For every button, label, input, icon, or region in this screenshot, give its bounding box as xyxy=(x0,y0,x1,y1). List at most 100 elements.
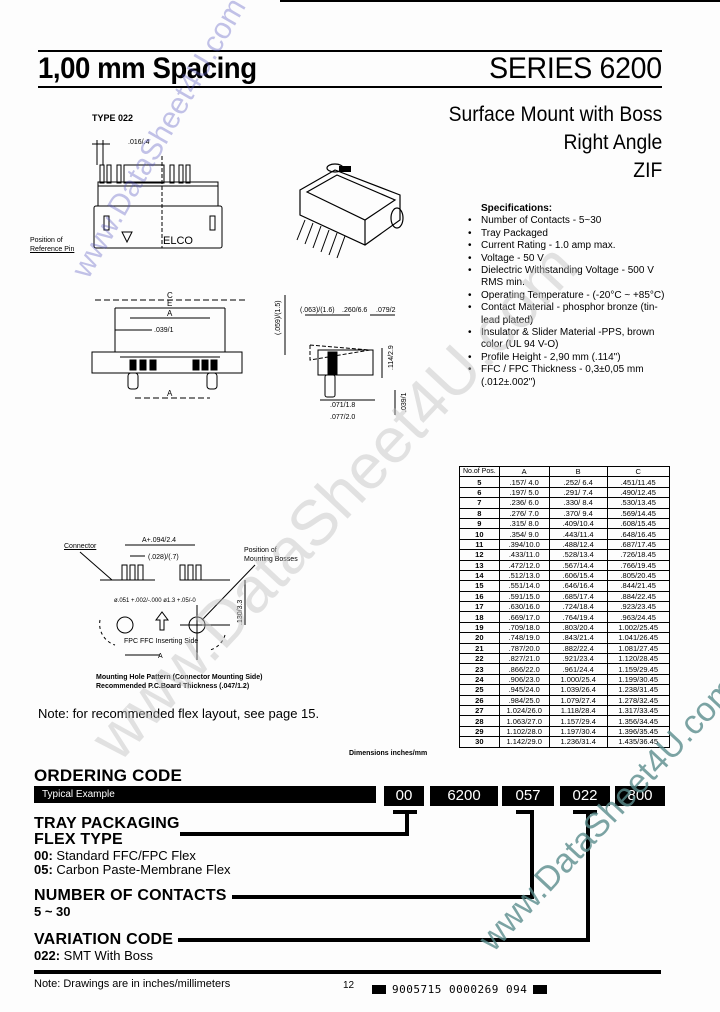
cell-a: .551/14.0 xyxy=(498,580,550,592)
connector-side-view-drawing: (.063)/(1.6) .260/6.6 .079/2 .071/1.8 .0… xyxy=(275,295,408,420)
cell-a: 1.063/27.0 xyxy=(498,715,550,727)
flex-type-option-05: 05: Carbon Paste-Membrane Flex xyxy=(34,862,231,877)
cell-c: 1.317/33.45 xyxy=(606,705,670,717)
table-row: 9.315/ 8.0.409/10.4.608/15.45 xyxy=(459,518,670,530)
ref-pin-label: Position of Reference Pin xyxy=(30,237,75,253)
cell-positions: 13 xyxy=(459,560,500,571)
cell-c: 1.199/30.45 xyxy=(606,674,670,686)
cell-positions: 19 xyxy=(459,622,500,634)
svg-text:.077/2.0: .077/2.0 xyxy=(330,414,355,420)
cell-b: .443/11.4 xyxy=(548,528,608,540)
footer-rule xyxy=(34,970,661,974)
svg-text:.071/1.8: .071/1.8 xyxy=(330,402,355,409)
cell-b: .409/10.4 xyxy=(548,518,608,530)
flex-type-option-00: 00: Standard FFC/FPC Flex xyxy=(34,848,196,863)
cell-a: .787/20.0 xyxy=(498,643,550,655)
barcode-block-left xyxy=(372,985,386,994)
cell-c: .766/19.45 xyxy=(606,560,670,571)
cell-c: .884/22.45 xyxy=(606,591,670,603)
cell-positions: 23 xyxy=(459,663,500,675)
cell-b: 1.118/28.4 xyxy=(548,705,608,717)
cell-b: .252/ 6.4 xyxy=(548,476,608,488)
mounting-hole-pattern-drawing: A+.094/2.4 (.028)/(.7) ø.051 +.002/-.000… xyxy=(79,537,256,660)
cell-b: 1.000/25.4 xyxy=(548,674,608,686)
cell-positions: 30 xyxy=(459,736,500,748)
connector-label: Connector xyxy=(64,543,97,550)
dimension-table: No.of Pos. A B C 5.157/ 4.0.252/ 6.4.451… xyxy=(459,465,670,748)
cell-a: .354/ 9.0 xyxy=(498,528,550,540)
spec-item: Contact Material - phosphor bronze (tin-… xyxy=(466,302,676,327)
cell-c: 1.081/27.45 xyxy=(606,643,670,655)
cell-c: .451/11.45 xyxy=(606,476,670,488)
cell-c: 1.396/35.45 xyxy=(606,726,670,738)
subtitle-line-1: Surface Mount with Boss xyxy=(448,103,662,126)
spec-item: Operating Temperature - (-20°C ~ +85°C) xyxy=(466,290,676,303)
leader-contacts-horizontal xyxy=(232,895,534,899)
cell-c: .726/18.45 xyxy=(606,549,670,561)
connector-front-view-drawing: C E A .039/1 A xyxy=(91,291,245,399)
cell-c: 1.356/34.45 xyxy=(606,715,670,727)
barcode-block-right xyxy=(533,985,548,994)
cell-c: .608/15.45 xyxy=(606,518,670,530)
cell-positions: 5 xyxy=(459,476,500,488)
table-row: 8.276/ 7.0.370/ 9.4.569/14.45 xyxy=(459,508,670,519)
cell-a: .512/13.0 xyxy=(498,570,550,582)
spec-item: Tray Packaged xyxy=(466,228,676,241)
spec-item: Insulator & Slider Material -PPS, brown … xyxy=(466,327,676,352)
code-box-variation: 022 xyxy=(560,786,610,806)
cell-a: .472/12.0 xyxy=(498,560,550,571)
cell-c: .844/21.45 xyxy=(606,580,670,592)
flex-type-title: FLEX TYPE xyxy=(34,831,123,848)
product-subtitle: Surface Mount with Boss Right Angle ZIF xyxy=(448,101,662,185)
cell-positions: 16 xyxy=(459,591,500,603)
variation-code-title: VARIATION CODE xyxy=(34,931,174,948)
cell-a: .591/15.0 xyxy=(498,591,550,603)
cell-b: .567/14.4 xyxy=(548,560,608,571)
cell-positions: 18 xyxy=(459,611,500,623)
leader-flex-type-vertical xyxy=(405,810,409,836)
column-header-c: C xyxy=(606,465,670,478)
cell-a: .433/11.0 xyxy=(498,549,550,561)
cell-b: .488/12.4 xyxy=(548,539,608,551)
leader-variation-vertical xyxy=(586,810,590,942)
cell-b: .843/21.4 xyxy=(548,632,608,644)
drawings-units-note: Note: Drawings are in inches/millimeters xyxy=(34,978,231,990)
cell-positions: 7 xyxy=(459,497,500,509)
code-box-flex-type: 00 xyxy=(384,786,424,806)
header-rule-bottom xyxy=(38,86,662,88)
leader-variation-cap xyxy=(573,810,597,814)
leader-contacts-cap xyxy=(516,810,534,814)
cell-positions: 21 xyxy=(459,643,500,655)
cell-positions: 25 xyxy=(459,684,500,696)
svg-text:A: A xyxy=(167,309,173,318)
cell-a: 1.142/29.0 xyxy=(498,736,550,748)
tray-packaging-title: TRAY PACKAGING xyxy=(34,815,180,832)
cell-positions: 10 xyxy=(459,528,500,540)
svg-text:.039/1: .039/1 xyxy=(154,327,174,334)
table-row: 12.433/11.0.528/13.4.726/18.45 xyxy=(459,549,670,561)
cell-a: 1.102/28.0 xyxy=(498,726,550,738)
svg-text:(.059)/(1.5): (.059)/(1.5) xyxy=(275,300,282,335)
leader-contacts-vertical xyxy=(530,810,534,899)
svg-text:A: A xyxy=(167,389,173,398)
cell-positions: 8 xyxy=(459,508,500,519)
svg-text:(.063)/(1.6): (.063)/(1.6) xyxy=(300,307,335,314)
spec-item: FFC / FPC Thickness - 0,3±0,05 mm (.012±… xyxy=(466,364,676,389)
cell-c: 1.278/32.45 xyxy=(606,695,670,707)
header-rule-top xyxy=(38,50,662,52)
connector-top-view-drawing: .016/.4 ELCO xyxy=(92,139,223,249)
type-label: TYPE 022 xyxy=(92,113,134,123)
barcode: 9005715 0000269 094 xyxy=(372,983,548,996)
column-header-positions: No.of Pos. xyxy=(459,465,500,478)
cell-c: .569/14.45 xyxy=(606,508,670,519)
cell-positions: 27 xyxy=(459,705,500,717)
svg-text:.039/1: .039/1 xyxy=(401,392,408,412)
cell-c: 1.002/25.45 xyxy=(606,622,670,634)
svg-text:C: C xyxy=(167,291,173,300)
